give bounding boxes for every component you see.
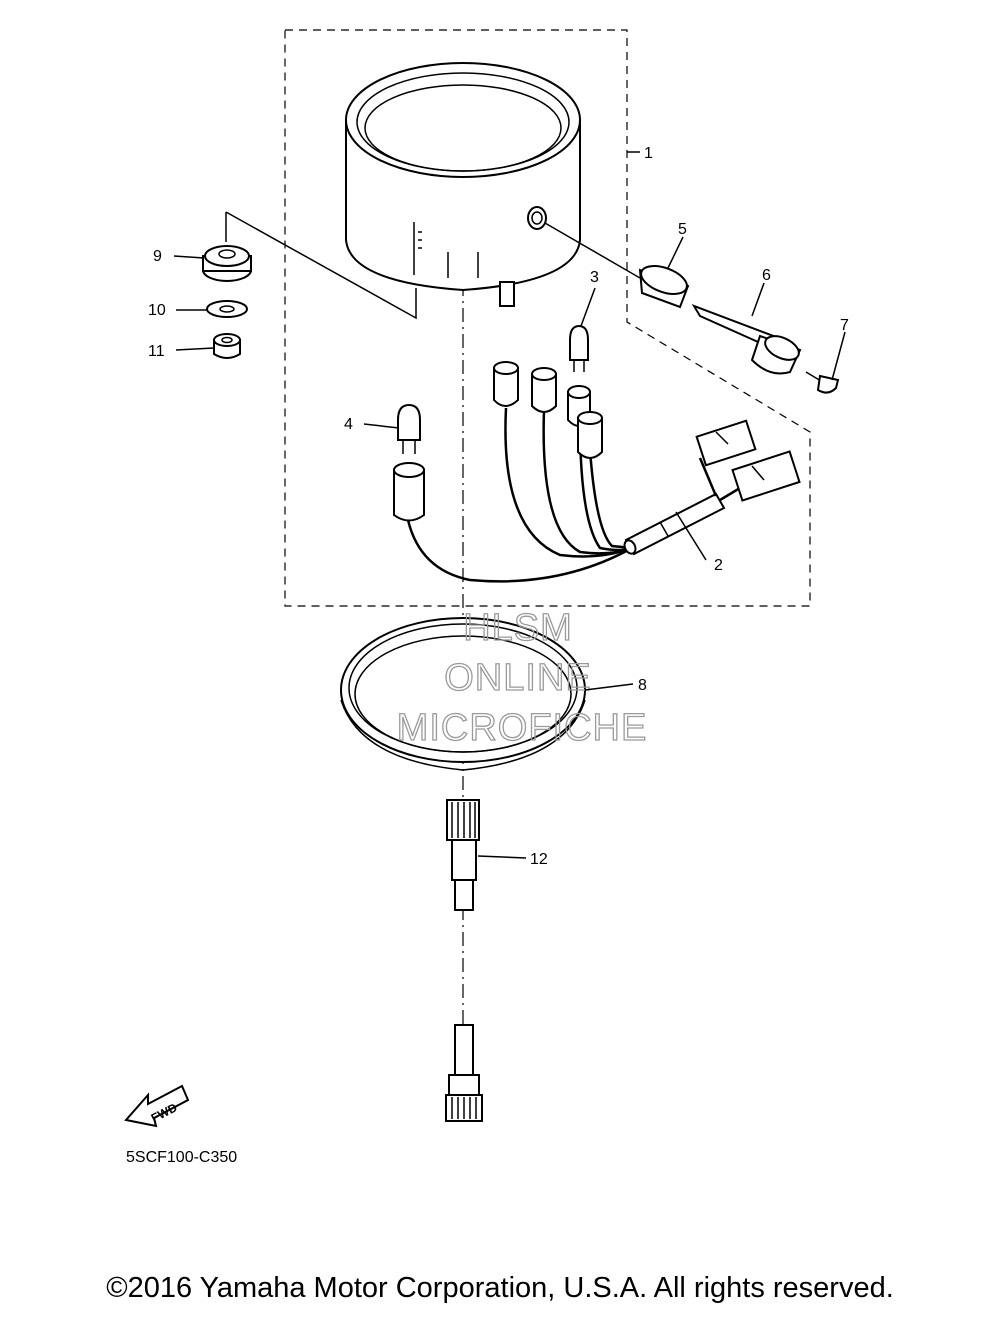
screw-axis-line [544, 222, 641, 279]
watermark: HLSM ONLINE MICROFICHE [396, 606, 648, 749]
callout-5: 5 [678, 221, 687, 238]
callout-9: 9 [153, 248, 162, 265]
watermark-line-2: ONLINE [444, 657, 591, 699]
callout-2: 2 [714, 557, 723, 574]
leader-lines [173, 151, 846, 859]
meter-housing [345, 62, 581, 307]
grommet-part [202, 211, 417, 320]
callout-3: 3 [590, 269, 599, 286]
callout-10: 10 [148, 302, 166, 319]
callout-7: 7 [840, 317, 849, 334]
fwd-arrow-icon: FWD [124, 1084, 190, 1128]
callout-8: 8 [638, 677, 647, 694]
reference-code: 5SCF100-C350 [126, 1149, 237, 1166]
bulb-4 [397, 403, 421, 454]
bushing-part [638, 265, 690, 309]
nut-part [213, 333, 241, 359]
assembly-boundary [284, 29, 811, 607]
wire-harness [393, 361, 801, 583]
callout-12: 12 [530, 851, 548, 868]
callout-11: 11 [148, 343, 165, 360]
watermark-line-3: MICROFICHE [397, 707, 648, 749]
watermark-line-1: HLSM [463, 607, 573, 649]
bulb-3 [569, 324, 589, 372]
callout-1: 1 [644, 145, 653, 162]
screw-part [805, 371, 840, 394]
copyright-notice: ©2016 Yamaha Motor Corporation, U.S.A. A… [106, 1272, 894, 1304]
washer-part [206, 300, 248, 318]
tube-part [691, 304, 802, 375]
callout-6: 6 [762, 267, 771, 284]
callout-4: 4 [344, 416, 353, 433]
meter-cable [445, 799, 483, 1122]
